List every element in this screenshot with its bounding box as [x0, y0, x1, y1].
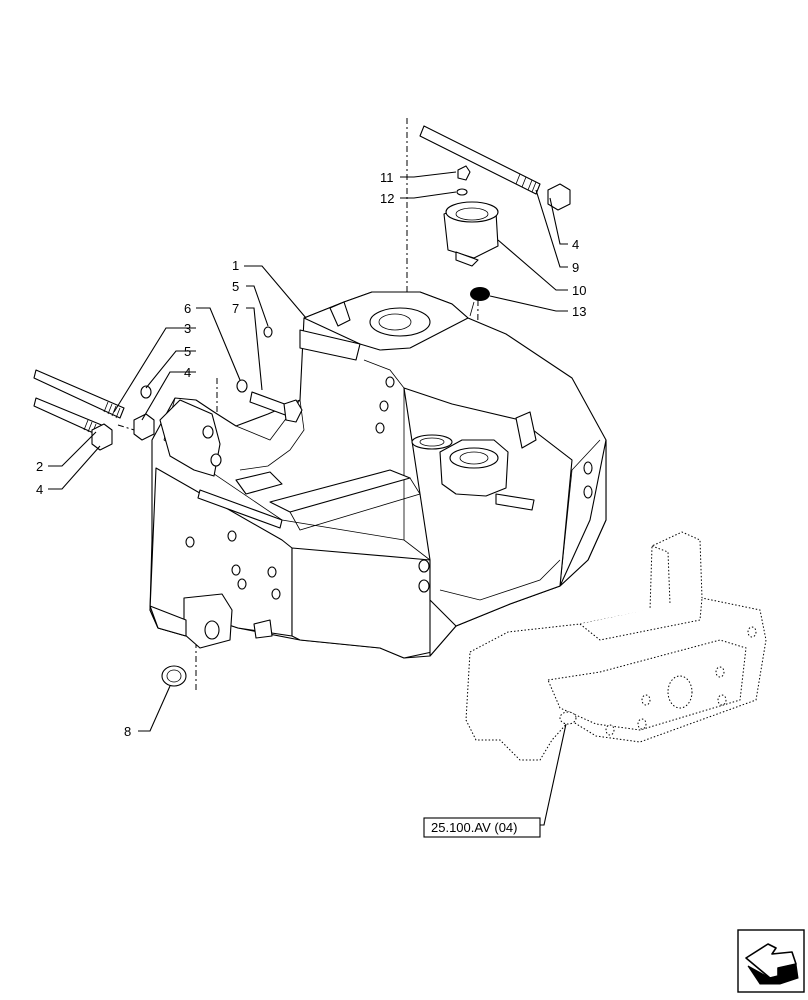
callout-labels: 1 2 3 4 4 4 5 5 6 7 8 9 10 11 12 13: [36, 170, 586, 739]
left-fasteners: [33, 326, 303, 451]
leader-lines: [48, 171, 568, 826]
reference-label: 25.100.AV (04): [431, 820, 517, 835]
callout-8: 8: [124, 724, 131, 739]
callout-3: 3: [184, 321, 191, 336]
callout-2: 2: [36, 459, 43, 474]
callout-1: 1: [232, 258, 239, 273]
callout-13: 13: [572, 304, 586, 319]
callout-7: 7: [232, 301, 239, 316]
callout-12: 12: [380, 191, 394, 206]
next-page-arrow-icon[interactable]: [737, 929, 805, 993]
front-support-casting: [149, 291, 607, 659]
reference-axle-part: [465, 531, 767, 761]
callout-4-top-right: 4: [572, 237, 579, 252]
callout-10: 10: [572, 283, 586, 298]
callout-4-left-upper: 4: [184, 365, 191, 380]
reference-box[interactable]: 25.100.AV (04): [423, 817, 541, 838]
top-fasteners: [419, 125, 571, 317]
callout-5-upper: 5: [232, 279, 239, 294]
callout-4-left-lower: 4: [36, 482, 43, 497]
callout-11: 11: [380, 170, 394, 185]
callout-9: 9: [572, 260, 579, 275]
callout-6: 6: [184, 301, 191, 316]
callout-5-left: 5: [184, 344, 191, 359]
bushing-8: [161, 665, 187, 687]
